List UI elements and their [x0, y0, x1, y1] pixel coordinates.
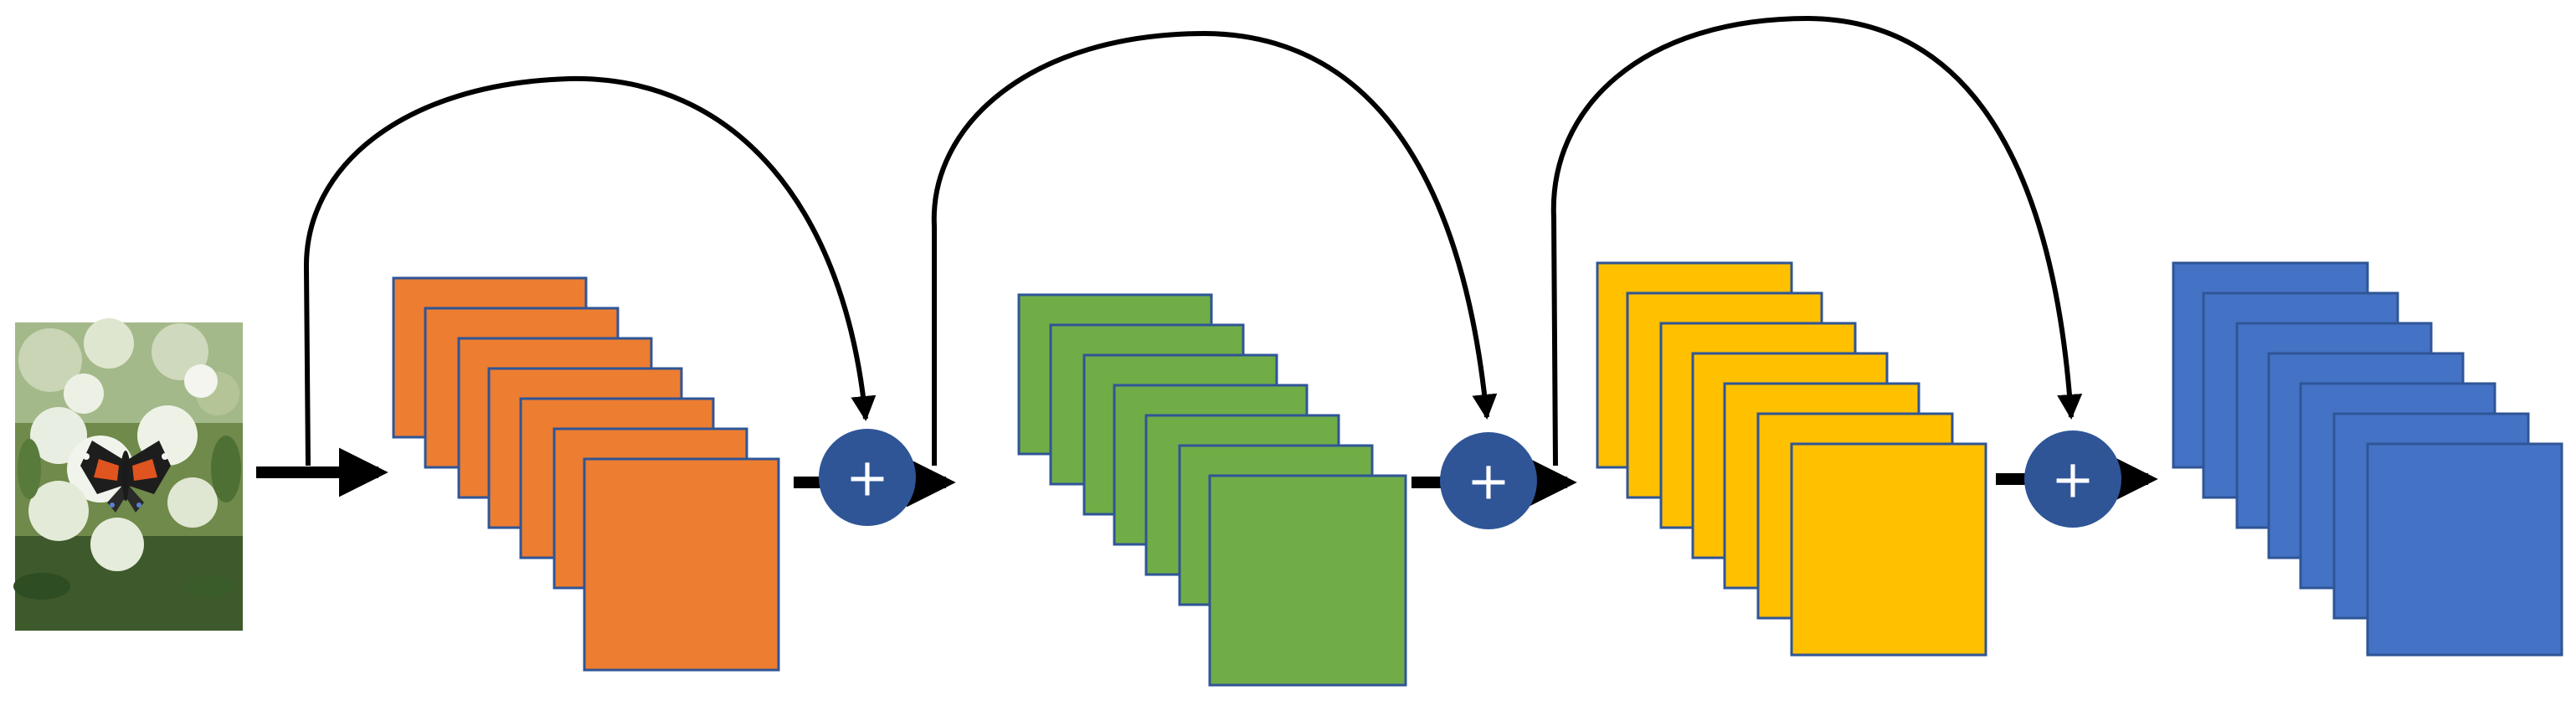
skip-connection-3 [1550, 15, 2083, 466]
skip-connection-2 [931, 30, 1498, 466]
plus-icon: + [846, 447, 889, 508]
add-node-2: + [1440, 432, 1537, 529]
feature-stack-orange [392, 276, 780, 672]
feature-stack-green [1017, 293, 1407, 687]
feature-stack-blue [2172, 261, 2563, 657]
add-node-1: + [819, 429, 916, 526]
input-image [13, 318, 243, 631]
plus-icon: + [1467, 451, 1510, 512]
plus-icon: + [2051, 449, 2095, 510]
add-node-3: + [2024, 430, 2121, 528]
skip-connection-1 [303, 75, 877, 466]
feature-stack-yellow [1596, 261, 1987, 657]
butterfly-icon [80, 441, 171, 513]
